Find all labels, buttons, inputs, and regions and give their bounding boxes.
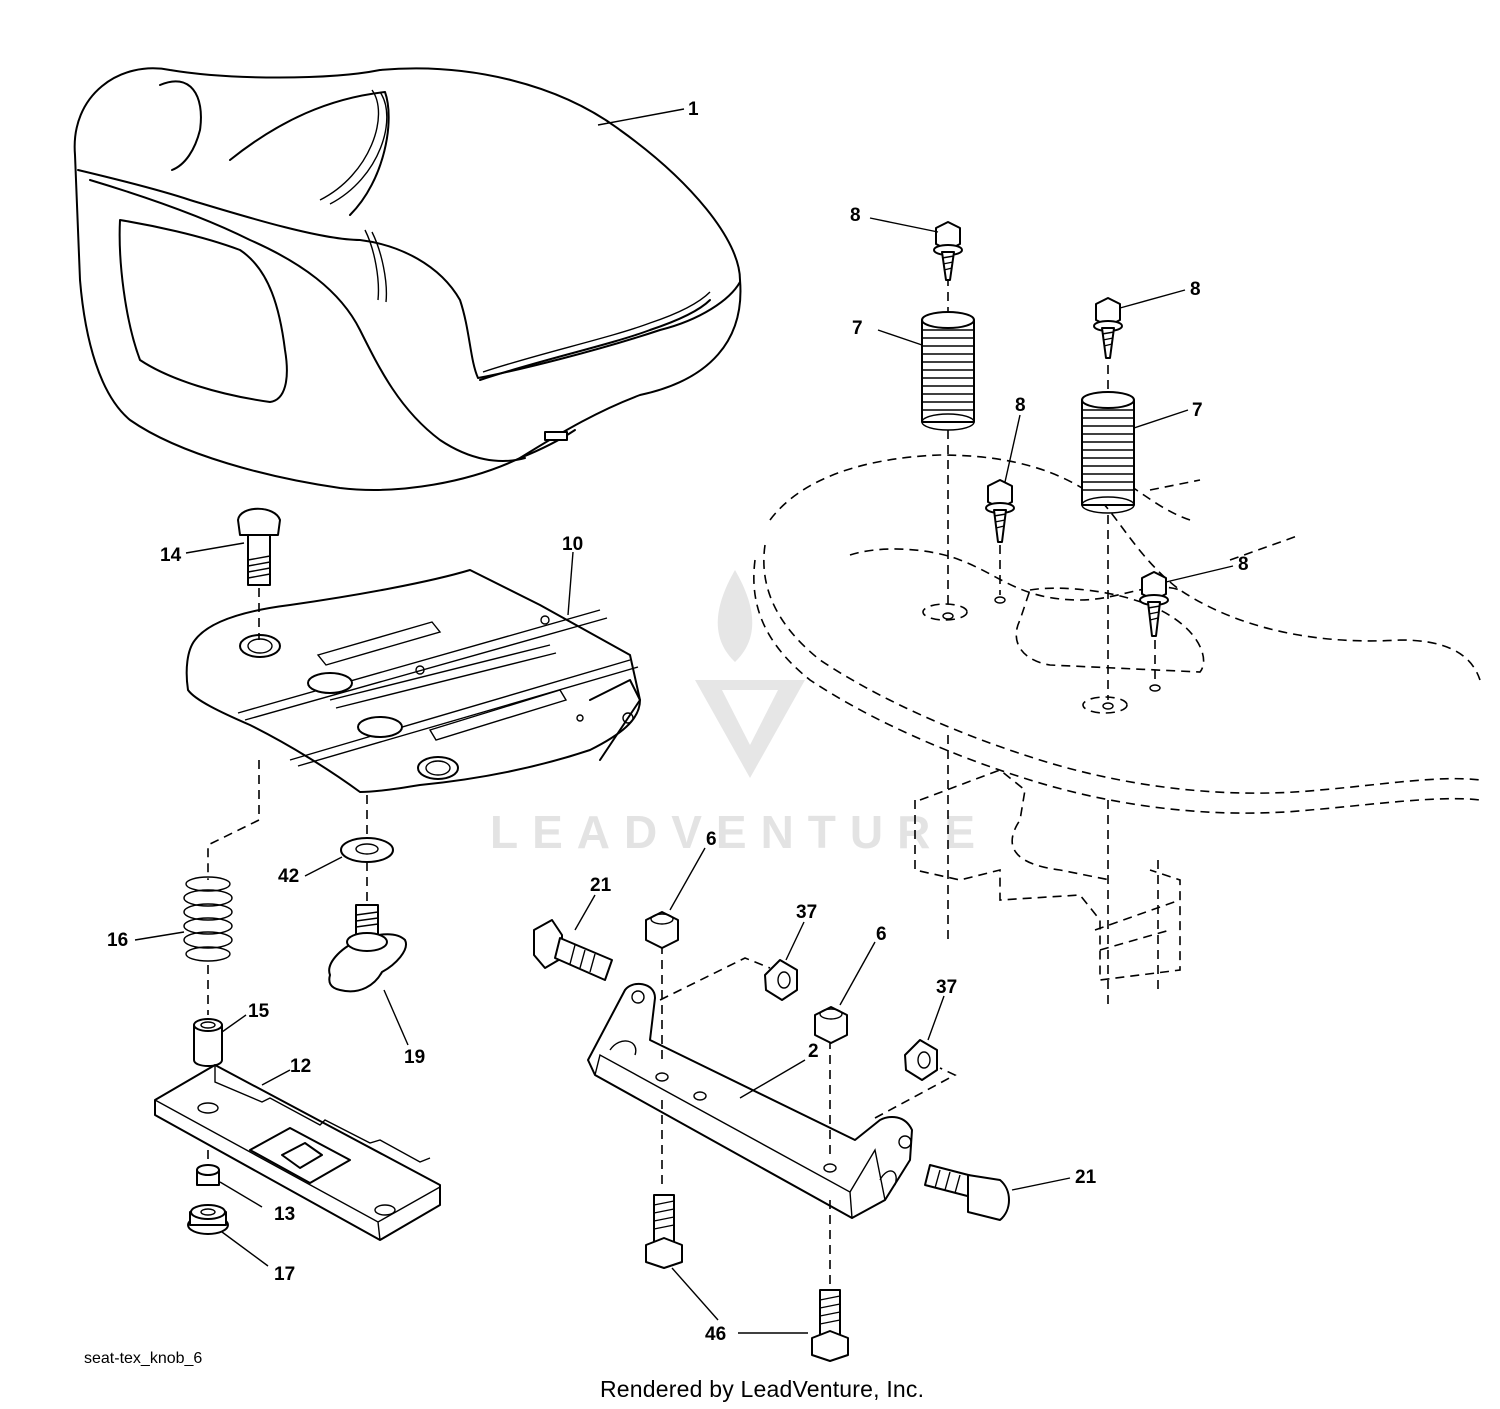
screw-part-8 [1093,297,1123,359]
callout-6: 6 [876,924,887,945]
leader-line-42 [304,856,343,877]
callout-21: 21 [590,875,612,896]
nut-part-13 [196,1164,220,1186]
mount-bracket-part-2 [587,982,913,1219]
callout-37: 37 [796,902,817,923]
spring-part-7 [921,311,975,431]
seat-part-1 [73,67,742,491]
leader-line-21 [574,894,596,931]
spring-part-16 [183,876,233,962]
callout-6: 6 [706,829,717,850]
leader-line-6 [669,847,706,911]
callout-8: 8 [850,205,861,226]
leader-line-1 [597,108,685,126]
leader-line-12 [261,1069,291,1086]
leader-line-8 [1165,565,1234,583]
callout-7: 7 [852,318,863,339]
leader-line-7 [1133,409,1189,429]
screw-part-8 [1139,571,1169,637]
callout-13: 13 [274,1204,295,1225]
screw-part-8 [933,221,963,281]
callout-7: 7 [1192,400,1203,421]
leader-line-14 [185,542,245,554]
flange-bolt-part-21 [533,919,613,981]
leader-line-8 [1119,289,1186,309]
callout-37: 37 [936,977,957,998]
flange-nut-part-17 [187,1204,229,1235]
flange-bolt-part-46 [811,1289,849,1362]
leader-line-46 [671,1267,719,1321]
nut-part-37 [904,1039,938,1081]
callout-15: 15 [248,1001,270,1022]
leader-line-21 [1011,1177,1071,1191]
axis-line [659,957,771,1001]
knob-part-19 [328,904,407,993]
leader-line-17 [221,1231,269,1267]
leader-line-16 [134,931,185,941]
hex-nut-part-6 [645,911,679,949]
callout-1: 1 [688,99,699,120]
slide-bracket-part-12 [154,1064,441,1241]
leader-line-37 [785,921,805,961]
axis-line [874,1067,957,1119]
callout-12: 12 [290,1056,311,1077]
spacer-part-15 [193,1018,223,1067]
callout-2: 2 [808,1041,819,1062]
leader-line-6 [839,941,876,1006]
callout-16: 16 [107,930,128,951]
callout-10: 10 [562,534,583,555]
callout-8: 8 [1238,554,1249,575]
leader-line-10 [567,551,574,616]
render-credit: Rendered by LeadVenture, Inc. [600,1376,925,1402]
hex-nut-part-6 [814,1006,848,1044]
leader-line-7 [877,329,923,346]
leader-line-37 [927,995,945,1041]
leader-line-2 [739,1059,806,1099]
spring-part-7 [1081,391,1135,514]
flange-bolt-part-21 [924,1164,1010,1221]
callout-46: 46 [705,1324,726,1345]
washer-part-42 [340,837,394,863]
screw-part-8 [985,479,1015,543]
callout-42: 42 [278,866,299,887]
leader-line-15 [221,1014,247,1033]
flange-bolt-part-46 [645,1194,683,1269]
leader-line-8 [869,217,939,233]
axis-line [207,760,260,880]
callout-17: 17 [274,1264,295,1285]
callout-8: 8 [1190,279,1201,300]
fender-outline [753,454,1481,981]
seat-plate-part-10 [185,569,641,793]
diagram-id-label: seat-tex_knob_6 [84,1350,203,1367]
callout-14: 14 [160,545,182,566]
watermark-logo [695,570,805,778]
leader-line-8 [1004,414,1021,483]
callout-8: 8 [1015,395,1026,416]
carriage-bolt-part-14 [237,507,281,586]
callout-19: 19 [404,1047,425,1068]
callout-21: 21 [1075,1167,1097,1188]
nut-part-37 [764,959,798,1001]
leader-line-13 [219,1181,263,1208]
leader-line-19 [383,989,409,1046]
watermark-text: LEADVENTURE [490,806,990,858]
